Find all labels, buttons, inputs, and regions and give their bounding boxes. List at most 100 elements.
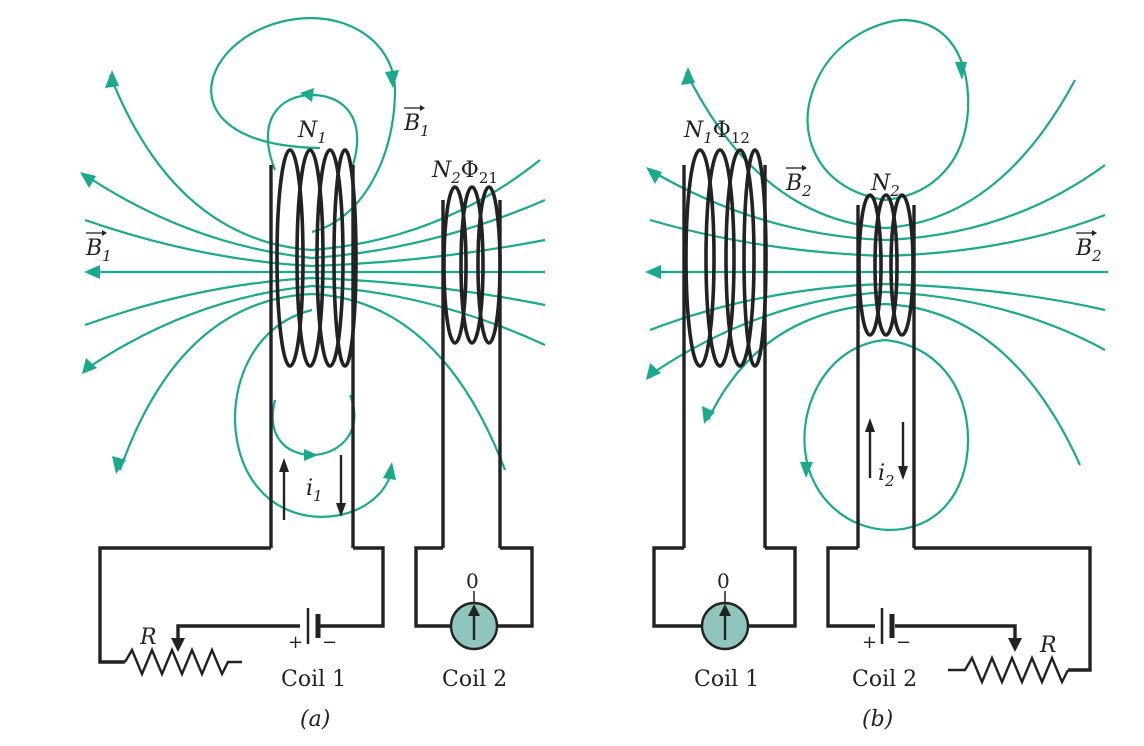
label-n1: N1 [297, 118, 327, 147]
caption-a: (a) [300, 707, 330, 732]
label-b2-right: B2 [1075, 236, 1102, 265]
coil-2-loop [889, 193, 915, 337]
coil-2-loop [857, 193, 883, 337]
label-coil-2: Coil 2 [852, 667, 917, 692]
resistor-wiper-arrow [1008, 638, 1022, 652]
battery-plus-sign: + [862, 632, 877, 653]
circuit-2-left-wire [826, 546, 875, 628]
circuit-1-right-wire [320, 546, 385, 628]
label-b1-left: B1 [85, 236, 112, 265]
field-loop-bottom-inner [271, 394, 356, 457]
vector-arrowhead [1092, 230, 1097, 236]
circuit-2-right-wire [498, 546, 534, 628]
field-loop-bottom [803, 338, 970, 532]
circuit-2-right-wire [914, 546, 1092, 672]
field-line-lower-1 [707, 302, 1082, 466]
current-arrow-down-head [336, 503, 346, 517]
field-arrowhead [300, 88, 314, 102]
coil-2-loop [459, 185, 485, 345]
label-n2: N2 [870, 171, 900, 200]
vector-arrowhead [802, 165, 807, 171]
field-arrowhead [383, 462, 396, 480]
label-resistor-r: R [139, 625, 157, 650]
battery-minus-sign: − [896, 632, 911, 653]
panel-a-labels: N1 B1 B1 N2Φ21 i1 R + − 0 Coil 1 Coil 2 … [85, 105, 507, 732]
field-loop-top [806, 18, 970, 202]
coil-2-loop [476, 185, 502, 345]
current-arrow-up-head [865, 418, 875, 432]
coil-1-loop [295, 148, 325, 368]
label-n1-phi12: N1Φ12 [683, 118, 750, 147]
galvanometer-zero-label: 0 [717, 569, 730, 593]
vector-arrowhead [420, 105, 425, 111]
field-line-lower-2 [649, 290, 1106, 376]
circuit-1-left-wire [98, 546, 271, 664]
label-i2: i2 [878, 461, 895, 490]
circuit-1-left-wire [652, 546, 702, 628]
vector-arrowhead [102, 230, 107, 236]
label-n2-phi21: N2Φ21 [431, 158, 498, 187]
panel-b-circuit-1 [652, 546, 797, 651]
field-arrowhead [702, 406, 715, 424]
panel-a-coil-2 [441, 185, 502, 548]
circuit-2-left-wire [414, 546, 450, 628]
caption-b: (b) [862, 707, 893, 732]
field-arrowhead [955, 62, 967, 80]
coil-2-loop [873, 193, 899, 337]
field-arrowhead [82, 358, 97, 374]
resistor-zigzag [948, 654, 1070, 686]
field-arrowhead [646, 363, 661, 380]
field-line-upper-2 [84, 174, 546, 260]
label-coil-1: Coil 1 [281, 667, 346, 692]
coil-2-loop [442, 185, 468, 345]
field-arrow-left [645, 265, 661, 279]
circuit-2-wiper-wire [895, 624, 1017, 640]
panel-b-circuit-2 [826, 546, 1092, 686]
field-line-lower-1 [118, 292, 507, 471]
coil-1-loop [275, 148, 305, 368]
panel-b-current-arrows [865, 418, 908, 480]
coil-1-loop [315, 148, 345, 368]
galvanometer-needle-tip [468, 604, 480, 616]
label-coil-1: Coil 1 [694, 667, 759, 692]
resistor-zigzag [123, 646, 242, 678]
panel-a: N1 B1 B1 N2Φ21 i1 R + − 0 Coil 1 Coil 2 … [80, 16, 546, 732]
circuit-1-right-wire [748, 546, 797, 628]
galvanometer-needle-tip [719, 604, 731, 616]
panel-b-field-lines [645, 18, 1108, 532]
field-line-lower-2 [84, 284, 546, 371]
coil-1-loop [684, 148, 716, 368]
galvanometer-zero-label: 0 [466, 569, 479, 593]
panel-a-circuit-2 [414, 546, 534, 651]
field-arrowhead [800, 462, 813, 478]
field-loop-top-outer [210, 16, 397, 234]
label-resistor-r: R [1039, 633, 1057, 658]
coil-1-loop [704, 148, 736, 368]
resistor-wiper-arrow [171, 638, 185, 652]
label-b2-mid: B2 [785, 171, 812, 200]
field-arrowhead [80, 172, 96, 188]
field-arrowhead [304, 449, 318, 461]
coil-1-loop [724, 148, 756, 368]
field-line-upper-3 [649, 213, 1106, 258]
field-loop-bottom-outer [233, 308, 394, 518]
panel-a-current-arrows [279, 455, 346, 520]
field-arrowhead [112, 456, 126, 474]
label-coil-2: Coil 2 [442, 667, 507, 692]
field-arrowhead [646, 167, 662, 184]
panel-a-circuit-1 [98, 546, 385, 678]
label-b1-top: B1 [403, 111, 430, 140]
circuit-1-wiper-wire [176, 624, 300, 640]
panel-b-coil-2 [856, 193, 916, 548]
field-line-upper-3 [84, 218, 546, 268]
field-arrowhead [105, 70, 119, 88]
panel-a-coil-1 [269, 148, 358, 548]
coil-1-loop [332, 148, 358, 368]
field-arrowhead [385, 70, 399, 88]
panel-b-labels: N1Φ12 B2 N2 B2 i2 R + − 0 Coil 1 Coil 2 … [683, 118, 1102, 732]
current-arrow-down-head [898, 466, 908, 480]
panel-b-coil-1 [682, 148, 768, 548]
coil-1-loop [742, 148, 768, 368]
field-arrowhead [681, 67, 695, 85]
current-arrow-up-head [279, 458, 289, 472]
